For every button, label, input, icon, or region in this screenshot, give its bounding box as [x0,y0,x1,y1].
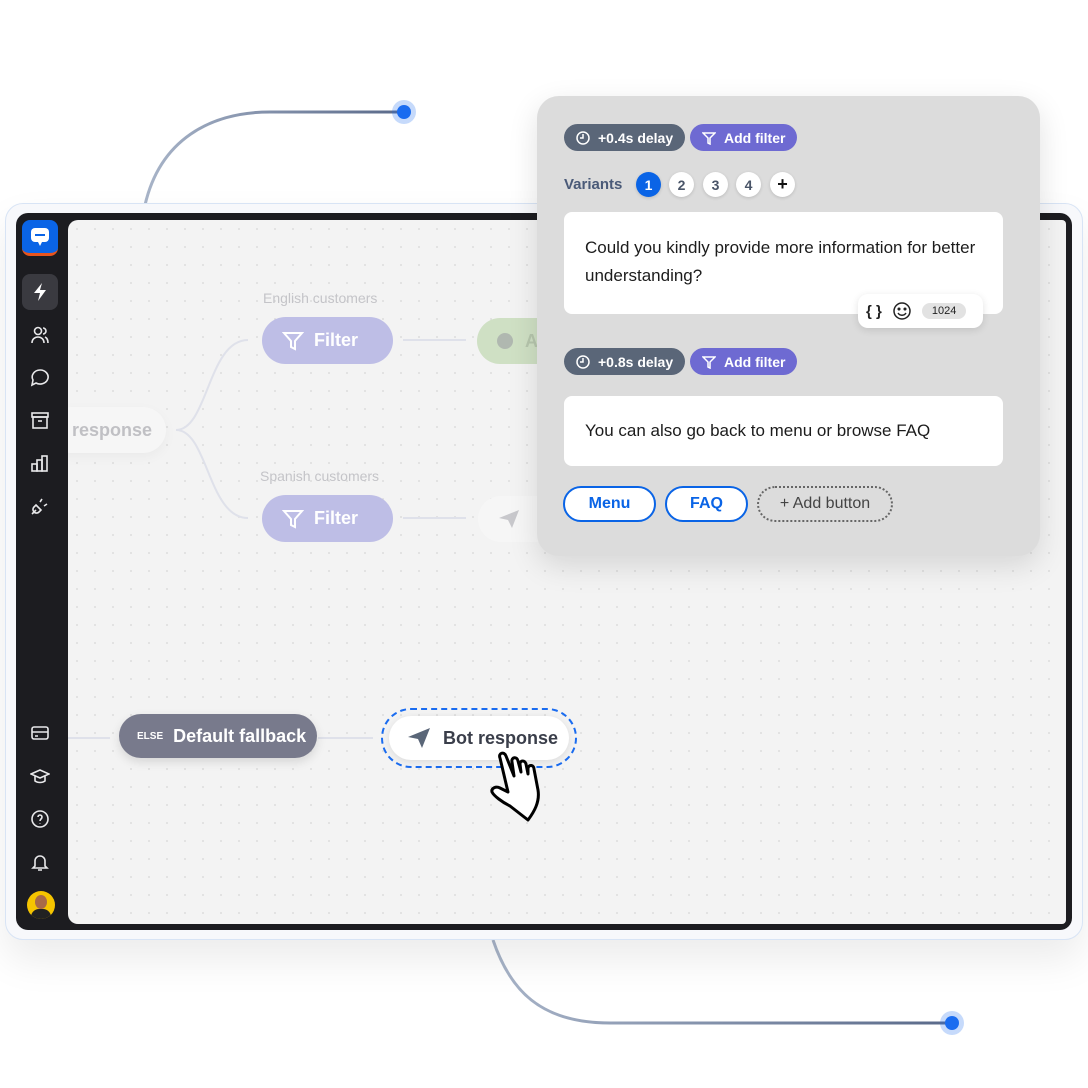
else-tag: ELSE [137,730,164,742]
reports-icon[interactable] [22,445,58,481]
filter-icon [282,331,304,351]
delay-label: +0.8s delay [598,353,674,370]
message-2-text: You can also go back to menu or browse F… [585,421,931,440]
char-count-badge: 1024 [921,303,967,319]
archive-icon[interactable] [22,402,58,438]
flow-edges [68,339,466,739]
chart-pie-icon [497,333,513,349]
clock-icon [576,354,590,369]
delay-chip-2[interactable]: +0.8s delay [564,348,686,375]
fallback-label: Default fallback [173,725,307,746]
add-button-button[interactable]: + Add button [757,486,893,522]
variant-1[interactable]: 1 [636,172,661,197]
variant-3[interactable]: 3 [703,172,728,197]
add-filter-button-1[interactable]: Add filter [690,124,798,151]
faq-button[interactable]: FAQ [665,486,748,522]
response-node-label: response [72,419,153,440]
avatar[interactable] [27,891,55,919]
add-filter-label: Add filter [724,353,786,370]
bell-icon[interactable] [22,844,58,880]
bot-response-label: Bot response [443,727,559,748]
send-icon [499,510,519,528]
filter-icon [702,355,716,369]
add-filter-button-2[interactable]: Add filter [690,348,798,375]
billing-icon[interactable] [22,715,58,751]
emoji-icon[interactable] [892,301,912,321]
sidebar [16,213,68,930]
filter-icon [282,509,304,529]
message-2-textarea[interactable]: You can also go back to menu or browse F… [564,396,1003,466]
filter-node-spanish[interactable]: Filter [262,495,393,542]
variables-button[interactable]: { } [866,302,882,320]
filter-icon [702,131,716,145]
bot-response-node[interactable]: Bot response [381,708,577,768]
default-fallback-node[interactable]: ELSE Default fallback [119,714,317,758]
send-icon [408,728,430,748]
filter-label: Filter [314,508,359,528]
message-1-textarea[interactable]: Could you kindly provide more informatio… [564,212,1003,314]
chat-question-icon[interactable] [22,360,58,396]
add-variant-button[interactable]: + [770,172,795,197]
response-node[interactable]: response [68,407,166,453]
delay-chip-1[interactable]: +0.4s delay [564,124,686,151]
connector-dot [945,1016,959,1030]
partial-node-text: A [525,330,538,351]
add-filter-label: Add filter [724,129,786,146]
customers-icon[interactable] [22,317,58,353]
variant-4[interactable]: 4 [736,172,761,197]
message-1-text: Could you kindly provide more informatio… [585,238,976,285]
bolt-icon[interactable] [22,274,58,310]
message-toolbar: { } 1024 [858,294,983,328]
variant-2[interactable]: 2 [669,172,694,197]
plug-icon[interactable] [22,488,58,524]
help-icon[interactable] [22,801,58,837]
clock-icon [576,130,590,145]
branch-label-english: English customers [263,290,378,306]
connector-dot [397,105,411,119]
variants-label: Variants [564,176,623,193]
delay-label: +0.4s delay [598,129,674,146]
filter-node-english[interactable]: Filter [262,317,393,364]
logo-icon[interactable] [22,220,58,256]
academy-icon[interactable] [22,758,58,794]
filter-label: Filter [314,330,359,350]
menu-button[interactable]: Menu [563,486,656,522]
hand-cursor-icon [490,751,540,822]
branch-label-spanish: Spanish customers [260,468,380,484]
